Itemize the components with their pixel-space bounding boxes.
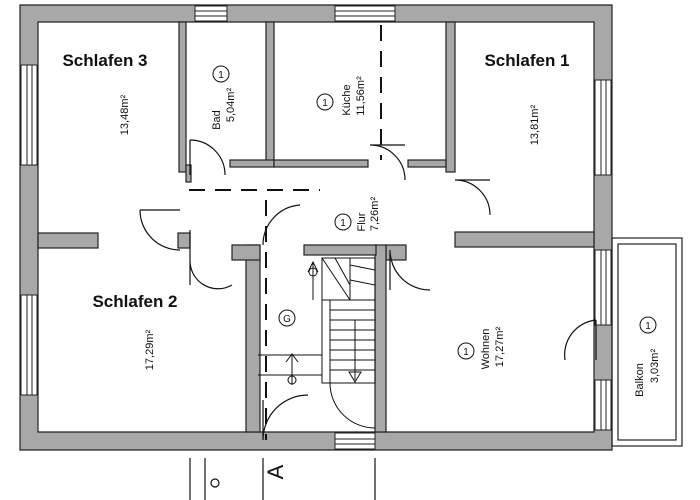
room-name-schlafen2: Schlafen 2 xyxy=(92,292,177,311)
room-name-bad: Bad xyxy=(211,110,223,130)
stair-point xyxy=(287,375,297,385)
room-name-balkon: Balkon xyxy=(634,363,646,397)
room-name-schlafen3: Schlafen 3 xyxy=(62,51,147,70)
marker-circle xyxy=(457,342,475,360)
overhead-lines xyxy=(189,25,382,440)
room-area-wohnen: 17,27m² xyxy=(494,326,506,367)
stair-marker: G xyxy=(283,314,291,325)
room-area-bad: 5,04m² xyxy=(225,88,237,123)
room-area-flur: 7,26m² xyxy=(369,197,381,232)
room-name-schlafen1: Schlafen 1 xyxy=(484,51,569,70)
room-name-wohnen: Wohnen xyxy=(480,329,492,370)
balcony-outline xyxy=(611,237,683,447)
staircase xyxy=(258,257,376,429)
windows xyxy=(20,5,612,450)
marker-circle xyxy=(316,93,334,111)
marker-flur: 1 xyxy=(340,218,346,229)
marker-circle xyxy=(212,65,230,83)
doors xyxy=(139,139,597,441)
room-name-flur: Flur xyxy=(356,212,368,231)
room-area-kueche: 11,56m² xyxy=(355,76,367,116)
entrance-letter: A xyxy=(263,464,288,479)
marker-balkon: 1 xyxy=(645,321,651,332)
stair-point xyxy=(308,267,318,277)
room-area-schlafen3: 13,48m² xyxy=(119,94,131,135)
marker-circle xyxy=(639,316,657,334)
walls xyxy=(19,4,613,451)
marker-wohnen: 1 xyxy=(463,347,469,358)
marker-circle xyxy=(334,213,352,231)
marker-kueche: 1 xyxy=(322,98,328,109)
marker-circle xyxy=(278,309,296,327)
room-area-balkon: 3,03m² xyxy=(649,349,661,384)
room-name-kueche: Küche xyxy=(341,84,353,115)
room-area-schlafen2: 17,29m² xyxy=(144,329,156,370)
room-area-schlafen1: 13,81m² xyxy=(529,104,541,145)
entrance-marker xyxy=(189,458,376,500)
marker-bad: 1 xyxy=(218,70,224,81)
